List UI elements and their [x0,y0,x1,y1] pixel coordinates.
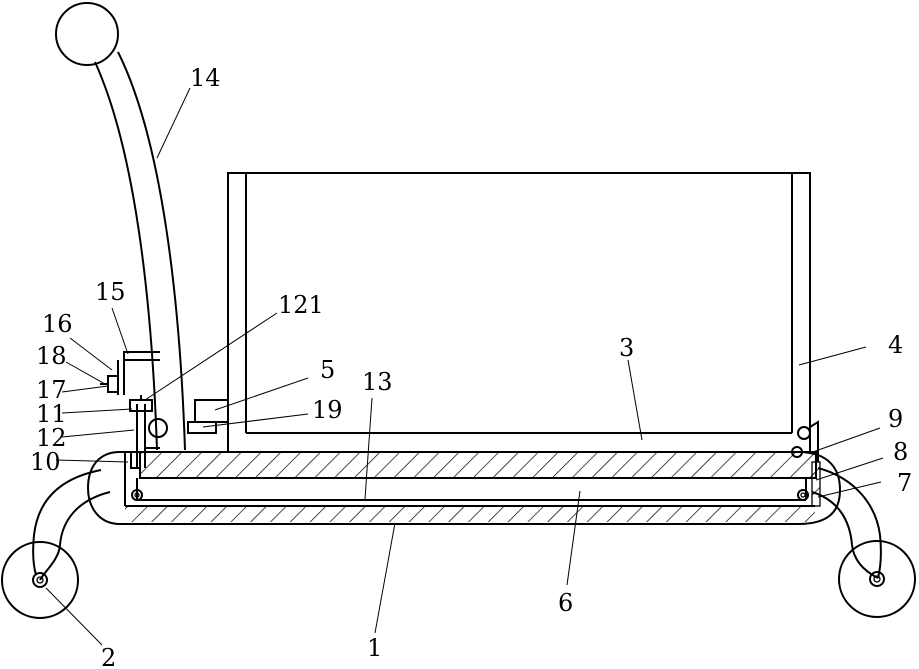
handle [56,3,185,450]
pedal-block [188,400,228,433]
label-3: 3 [619,334,634,362]
handle-knob [56,3,118,65]
base-chassis [88,452,840,524]
label-16: 16 [42,310,73,338]
label-13: 13 [362,368,393,396]
pin-ball [149,419,167,437]
label-7: 7 [897,469,912,497]
lower-plate [125,506,815,522]
rear-wheel-assembly [2,470,110,618]
label-10: 10 [30,448,61,476]
label-8: 8 [893,438,908,466]
leader-lines [46,88,883,645]
label-2: 2 [101,644,116,669]
label-6: 6 [558,589,573,617]
label-15: 15 [95,278,126,306]
label-14: 14 [190,64,221,92]
upper-plate [140,452,816,478]
label-18: 18 [36,342,67,370]
label-9: 9 [888,405,903,433]
label-4: 4 [888,331,903,359]
spring [812,462,820,506]
front-wheel [839,541,915,617]
reference-numerals: 14 15 16 18 17 11 12 10 121 5 19 13 3 4 … [30,64,912,669]
label-1: 1 [367,634,382,662]
label-121: 121 [278,291,324,319]
label-19: 19 [312,396,343,424]
label-5: 5 [320,356,335,384]
